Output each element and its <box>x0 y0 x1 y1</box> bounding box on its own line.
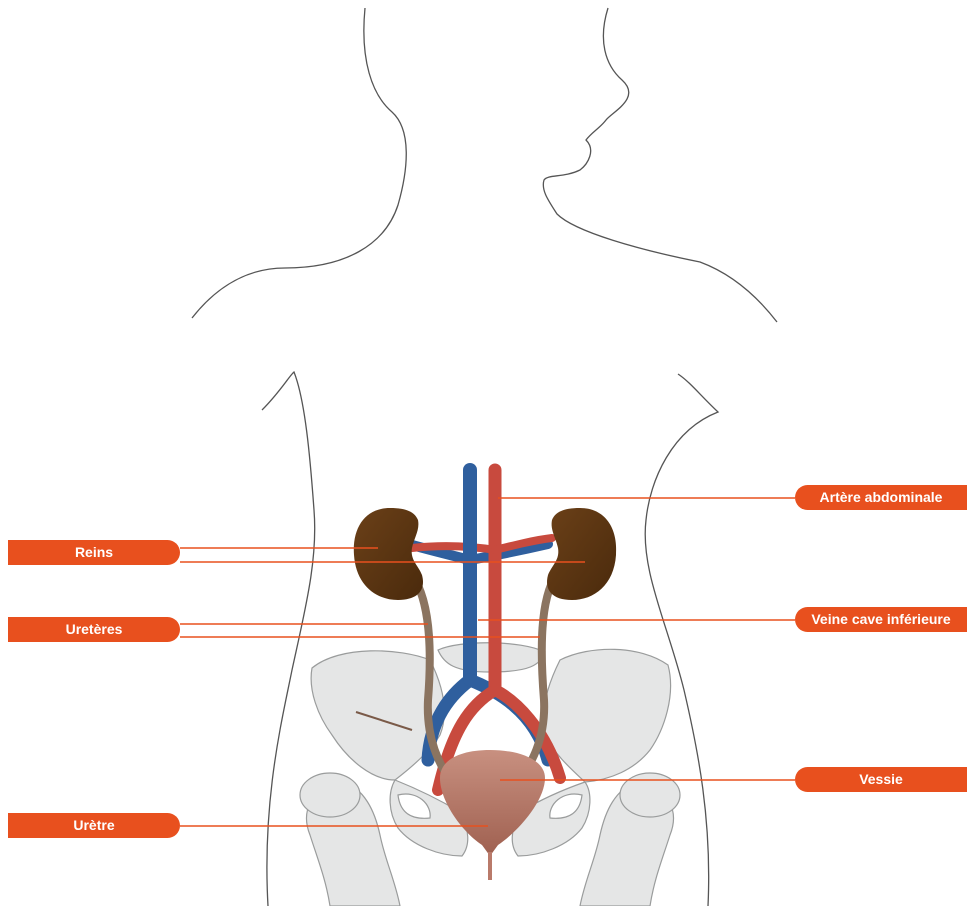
label-vessie: Vessie <box>795 767 967 792</box>
right-kidney <box>547 508 616 600</box>
label-artere-abdominale: Artère abdominale <box>795 485 967 510</box>
face-profile-outline <box>543 8 777 322</box>
left-kidney <box>354 508 423 600</box>
head-outline-left <box>192 8 406 318</box>
label-uretre: Urètre <box>8 813 180 838</box>
label-ureteres: Uretères <box>8 617 180 642</box>
label-reins: Reins <box>8 540 180 565</box>
label-veine-cave-inferieure: Veine cave inférieure <box>795 607 967 632</box>
